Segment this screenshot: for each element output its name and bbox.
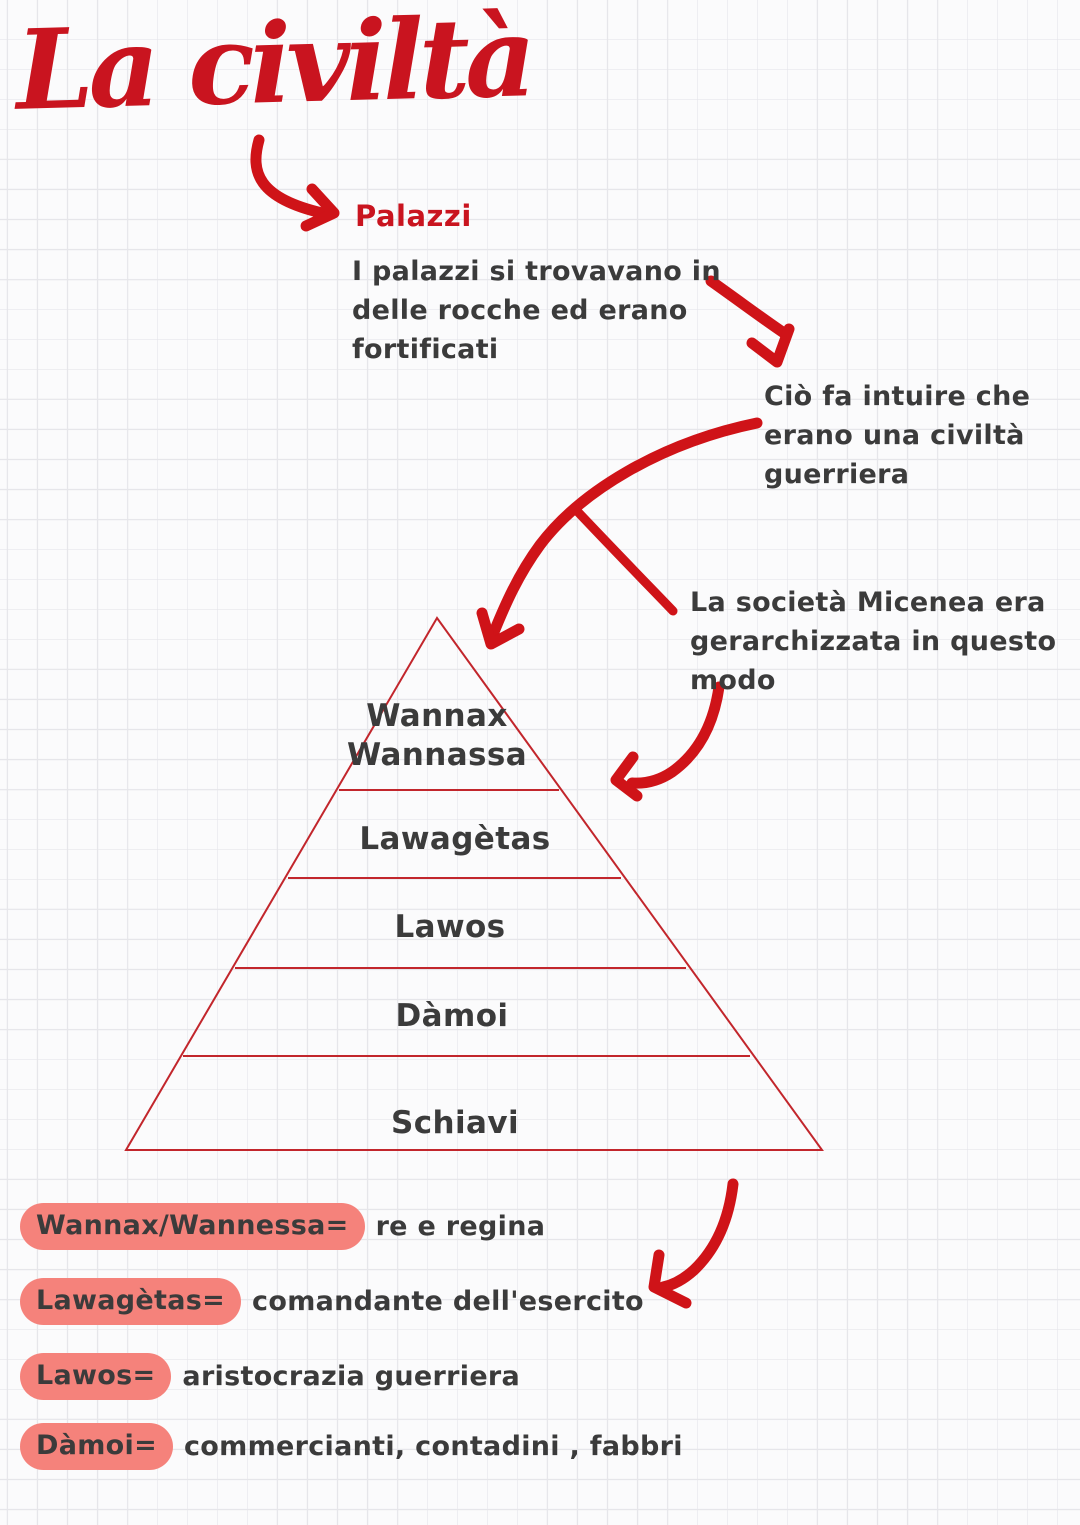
arrow-pyramid-to-definitions-icon	[648, 1178, 739, 1309]
definition-row: Lawagètas= comandante dell'esercito	[20, 1278, 644, 1325]
inference-note-line: Ciò fa intuire che	[764, 381, 1031, 412]
palazzi-note-line: delle rocche ed erano	[352, 295, 688, 326]
definition-row: Lawos= aristocrazia guerriera	[20, 1353, 520, 1400]
society-note-line: La società Micenea era	[690, 587, 1046, 618]
society-note-line: gerarchizzata in questo	[690, 626, 1057, 657]
term-description: re e regina	[375, 1211, 546, 1242]
inference-note-line: erano una civiltà	[764, 420, 1025, 451]
pyramid-level-lawagetas: Lawagètas	[359, 821, 551, 857]
term-highlight: Lawagètas=	[20, 1278, 242, 1325]
pyramid-level-line: Wannax	[366, 698, 508, 734]
term-description: commercianti, contadini , fabbri	[184, 1431, 683, 1462]
palazzi-heading: Palazzi	[355, 199, 472, 233]
term-highlight: Wannax/Wannessa=	[20, 1203, 365, 1250]
pyramid-level-line: Wannassa	[346, 737, 528, 773]
arrow-stroke	[626, 681, 725, 789]
society-note: La società Micenea era gerarchizzata in …	[690, 583, 1056, 700]
arrow-head	[476, 607, 525, 650]
society-note-line: modo	[690, 665, 776, 696]
arrow-note-to-inference-icon	[705, 275, 795, 368]
arrow-stroke	[250, 134, 328, 219]
palazzi-note: I palazzi si trovavano in delle rocche e…	[352, 252, 721, 369]
arrow-society-to-pyramid-icon	[610, 681, 725, 802]
arrow-head	[300, 183, 340, 232]
arrow-stroke	[657, 1178, 739, 1293]
palazzi-note-line: fortificati	[352, 334, 499, 365]
inference-note-line: guerriera	[764, 459, 910, 490]
inference-note: Ciò fa intuire che erano una civiltà gue…	[764, 377, 1030, 494]
term-highlight: Lawos=	[20, 1353, 172, 1400]
page-title: La civiltà	[14, 0, 533, 135]
arrow-title-to-palazzi-icon	[250, 134, 340, 232]
pyramid-level-schiavi: Schiavi	[391, 1105, 519, 1141]
pyramid-level-wannax: Wannax Wannassa	[347, 697, 527, 775]
arrow-head	[610, 751, 643, 802]
definition-row: Wannax/Wannessa= re e regina	[20, 1203, 545, 1250]
term-highlight: Dàmoi=	[20, 1423, 173, 1470]
pyramid-level-lawos: Lawos	[394, 909, 506, 945]
pyramid-level-damoi: Dàmoi	[395, 998, 509, 1034]
definition-row: Dàmoi= commercianti, contadini , fabbri	[20, 1423, 683, 1470]
arrow-head	[746, 323, 795, 368]
arrow-stroke	[705, 275, 790, 339]
term-description: comandante dell'esercito	[252, 1286, 644, 1317]
palazzi-note-line: I palazzi si trovavano in	[352, 256, 721, 287]
term-description: aristocrazia guerriera	[182, 1361, 521, 1392]
branch-stroke	[573, 507, 678, 616]
arrow-head	[648, 1249, 692, 1309]
